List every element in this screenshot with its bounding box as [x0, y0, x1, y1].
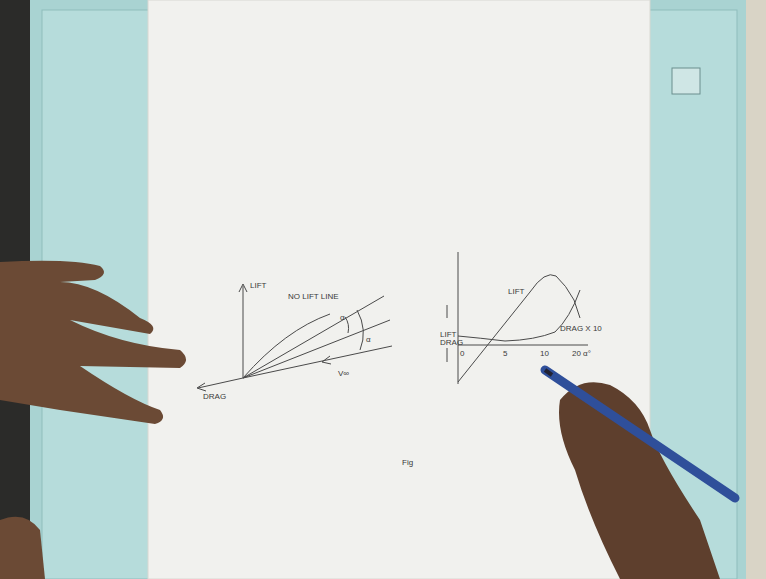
- angle-label: α: [366, 336, 371, 344]
- axis-label: DRAG: [203, 393, 226, 401]
- tick-label: 5: [503, 350, 507, 358]
- curve-label: LIFT: [508, 288, 524, 296]
- angle-label: α: [340, 314, 345, 322]
- tick-label: 20 α°: [572, 350, 591, 358]
- velocity-label: V∞: [338, 370, 349, 378]
- tick-label: 0: [460, 350, 464, 358]
- figure-label: Fig: [402, 459, 413, 467]
- axis-label: LIFT DRAG: [440, 331, 458, 347]
- axis-label: LIFT: [250, 282, 266, 290]
- curve-label: DRAG X 10: [560, 325, 602, 333]
- axis-label: NO LIFT LINE: [288, 293, 339, 301]
- tick-label: 10: [540, 350, 549, 358]
